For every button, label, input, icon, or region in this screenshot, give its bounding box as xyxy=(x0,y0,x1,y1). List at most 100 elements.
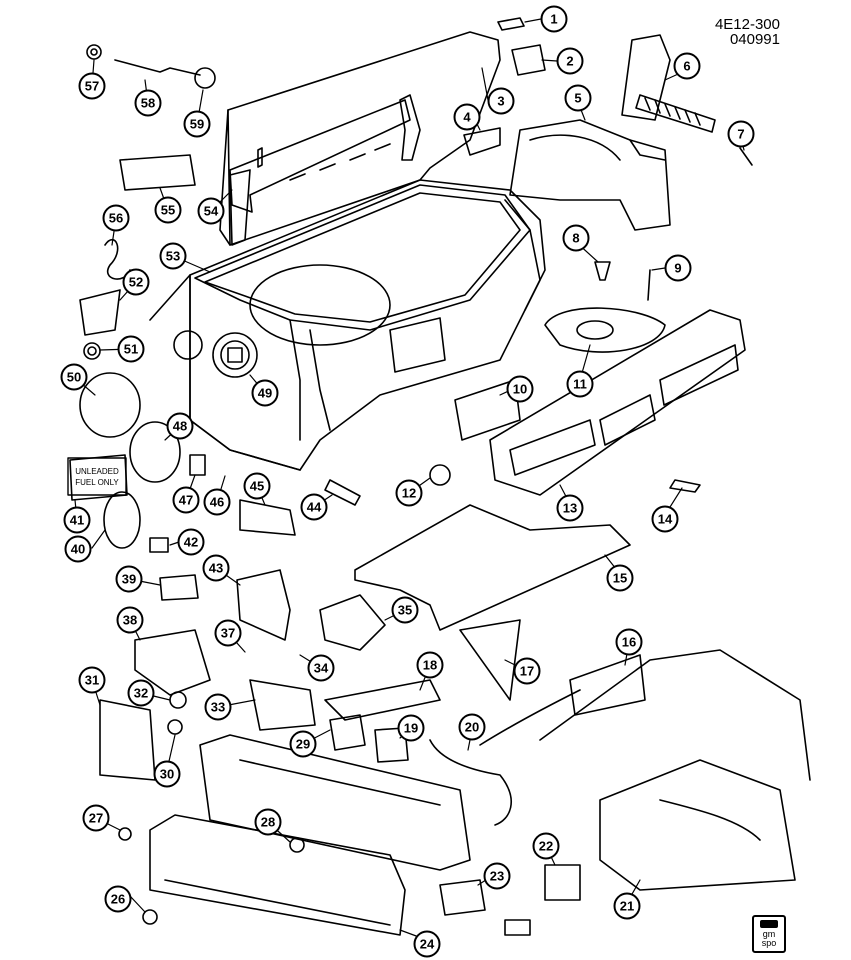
callout-number-8: 8 xyxy=(572,231,579,246)
callout-number-56: 56 xyxy=(109,211,123,226)
callout-number-21: 21 xyxy=(620,899,634,914)
callout-24: 24 xyxy=(413,930,441,958)
callout-10: 10 xyxy=(506,375,534,403)
callout-number-26: 26 xyxy=(111,892,125,907)
callout-55: 55 xyxy=(154,196,182,224)
callout-3: 3 xyxy=(487,87,515,115)
callout-circle-42 xyxy=(177,528,205,556)
callout-number-49: 49 xyxy=(258,386,272,401)
callout-21: 21 xyxy=(613,892,641,920)
callout-number-37: 37 xyxy=(221,626,235,641)
callout-number-29: 29 xyxy=(296,737,310,752)
callout-circle-46 xyxy=(203,488,231,516)
callout-18: 18 xyxy=(416,651,444,679)
callout-28: 28 xyxy=(254,808,282,836)
callout-37: 37 xyxy=(214,619,242,647)
callout-number-15: 15 xyxy=(613,571,627,586)
callout-circle-41 xyxy=(63,506,91,534)
callout-circle-40 xyxy=(64,535,92,563)
callout-number-46: 46 xyxy=(210,495,224,510)
callout-circle-28 xyxy=(254,808,282,836)
trunk-mat-drawing xyxy=(354,504,631,631)
callout-circle-10 xyxy=(506,375,534,403)
callout-number-47: 47 xyxy=(179,493,193,508)
callout-51: 51 xyxy=(117,335,145,363)
callout-circle-56 xyxy=(102,204,130,232)
callout-5: 5 xyxy=(564,84,592,112)
callout-number-18: 18 xyxy=(423,658,437,673)
callout-circle-12 xyxy=(395,479,423,507)
callout-circle-55 xyxy=(154,196,182,224)
callout-circle-15 xyxy=(606,564,634,592)
callout-circle-57 xyxy=(78,72,106,100)
callout-number-24: 24 xyxy=(420,937,435,952)
callout-30: 30 xyxy=(153,760,181,788)
callout-circle-2 xyxy=(556,47,584,75)
callout-number-53: 53 xyxy=(166,249,180,264)
callout-number-13: 13 xyxy=(563,501,577,516)
callout-52: 52 xyxy=(122,268,150,296)
callout-circle-9 xyxy=(664,254,692,282)
callout-23: 23 xyxy=(483,862,511,890)
callout-circle-23 xyxy=(483,862,511,890)
callout-number-33: 33 xyxy=(211,700,225,715)
callout-number-2: 2 xyxy=(566,54,573,69)
logo-line2: spo xyxy=(761,938,777,948)
callout-number-35: 35 xyxy=(398,603,412,618)
callout-35: 35 xyxy=(391,596,419,624)
callout-17: 17 xyxy=(513,657,541,685)
callout-number-43: 43 xyxy=(209,561,223,576)
callout-6: 6 xyxy=(673,52,701,80)
callout-circle-3 xyxy=(487,87,515,115)
lid-inner-panel-drawing xyxy=(229,99,411,213)
callout-27: 27 xyxy=(82,804,110,832)
logo-bar-icon xyxy=(760,920,778,928)
callout-38: 38 xyxy=(116,606,144,634)
callout-number-42: 42 xyxy=(184,535,198,550)
callout-circle-43 xyxy=(202,554,230,582)
callout-26: 26 xyxy=(104,885,132,913)
callout-22: 22 xyxy=(532,832,560,860)
callout-circle-52 xyxy=(122,268,150,296)
callout-number-57: 57 xyxy=(85,79,99,94)
spare-cover-drawing xyxy=(544,307,666,353)
callout-number-12: 12 xyxy=(402,486,416,501)
catalog-code: 4E12-300 xyxy=(714,16,780,33)
callout-31: 31 xyxy=(78,666,106,694)
callout-29: 29 xyxy=(289,730,317,758)
callout-45: 45 xyxy=(243,472,271,500)
callout-number-51: 51 xyxy=(124,342,138,357)
callout-circle-50 xyxy=(60,363,88,391)
callout-41: 41 xyxy=(63,506,91,534)
callout-number-31: 31 xyxy=(85,673,99,688)
callout-12: 12 xyxy=(395,479,423,507)
callout-2: 2 xyxy=(556,47,584,75)
callout-number-7: 7 xyxy=(737,127,744,142)
callout-number-58: 58 xyxy=(141,96,155,111)
callout-circle-4 xyxy=(453,103,481,131)
callout-number-48: 48 xyxy=(173,419,187,434)
callout-number-5: 5 xyxy=(574,91,581,106)
callout-number-16: 16 xyxy=(622,635,636,650)
callout-circle-14 xyxy=(651,505,679,533)
callout-49: 49 xyxy=(251,379,279,407)
callout-number-10: 10 xyxy=(513,382,527,397)
fuel-door-drawing xyxy=(79,372,181,549)
callout-number-50: 50 xyxy=(67,370,81,385)
hinge-spring-drawing xyxy=(621,34,716,133)
callout-circle-30 xyxy=(153,760,181,788)
callout-number-41: 41 xyxy=(70,513,84,528)
trunk-lid-drawing xyxy=(219,31,501,246)
logo-line1: gm xyxy=(762,929,776,939)
callout-circle-13 xyxy=(556,494,584,522)
callout-circle-29 xyxy=(289,730,317,758)
fuel-label-plate: UNLEADED FUEL ONLY xyxy=(67,457,127,496)
callout-number-54: 54 xyxy=(204,204,219,219)
callout-44: 44 xyxy=(300,493,328,521)
callout-circle-33 xyxy=(204,693,232,721)
callout-circle-21 xyxy=(613,892,641,920)
callout-48: 48 xyxy=(166,412,194,440)
